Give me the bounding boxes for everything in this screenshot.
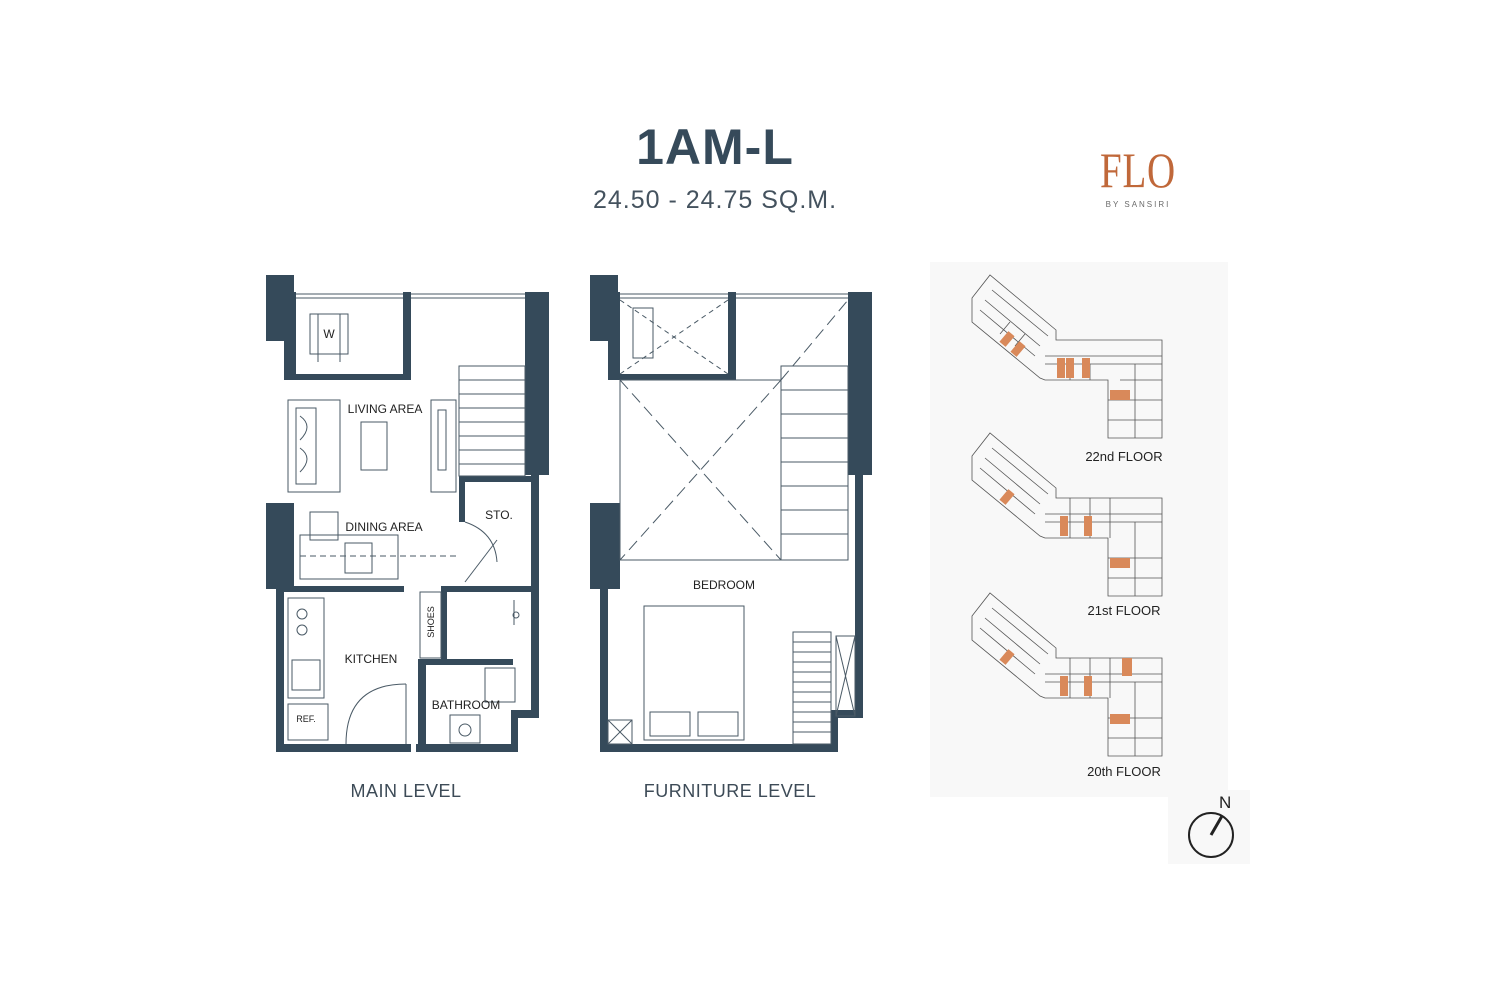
- brand-logo: FLO BY SANSIRI: [1088, 142, 1188, 209]
- refrigerator-label: REF.: [296, 714, 316, 724]
- unit-type-title: 1AM-L: [636, 119, 794, 175]
- north-arrow-icon: [1188, 812, 1234, 858]
- key-plan-20: [971, 592, 1163, 757]
- kitchen-label: KITCHEN: [345, 652, 398, 666]
- main-level-caption: MAIN LEVEL: [350, 781, 462, 801]
- shoes-label: SHOES: [426, 606, 436, 638]
- main-level-walls: [266, 275, 549, 752]
- floor-label-22: 22nd FLOOR: [1085, 449, 1163, 464]
- bedroom-label: BEDROOM: [693, 578, 755, 592]
- compass-north-label: N: [1219, 793, 1232, 812]
- compass-background: [1168, 790, 1250, 864]
- washer-label: W: [323, 327, 335, 341]
- floor-label-21: 21st FLOOR: [1087, 603, 1161, 618]
- key-plan-21: [971, 432, 1163, 597]
- brand-tagline: BY SANSIRI: [1105, 200, 1171, 209]
- unit-area: 24.50 - 24.75 SQ.M.: [592, 186, 838, 214]
- furniture-level-walls: [590, 275, 872, 752]
- main-level-plan: [266, 275, 549, 752]
- dining-area-label: DINING AREA: [345, 520, 422, 534]
- living-area-label: LIVING AREA: [348, 402, 423, 416]
- key-plan-background: [930, 262, 1228, 797]
- bathroom-label: BATHROOM: [432, 698, 500, 712]
- furniture-level-caption: FURNITURE LEVEL: [643, 781, 817, 801]
- furniture-level-plan: [590, 275, 872, 752]
- floor-label-20: 20th FLOOR: [1087, 764, 1161, 779]
- storage-label: STO.: [485, 508, 513, 522]
- key-plan-22: [971, 274, 1163, 439]
- brand-wordmark: FLO: [1099, 142, 1177, 198]
